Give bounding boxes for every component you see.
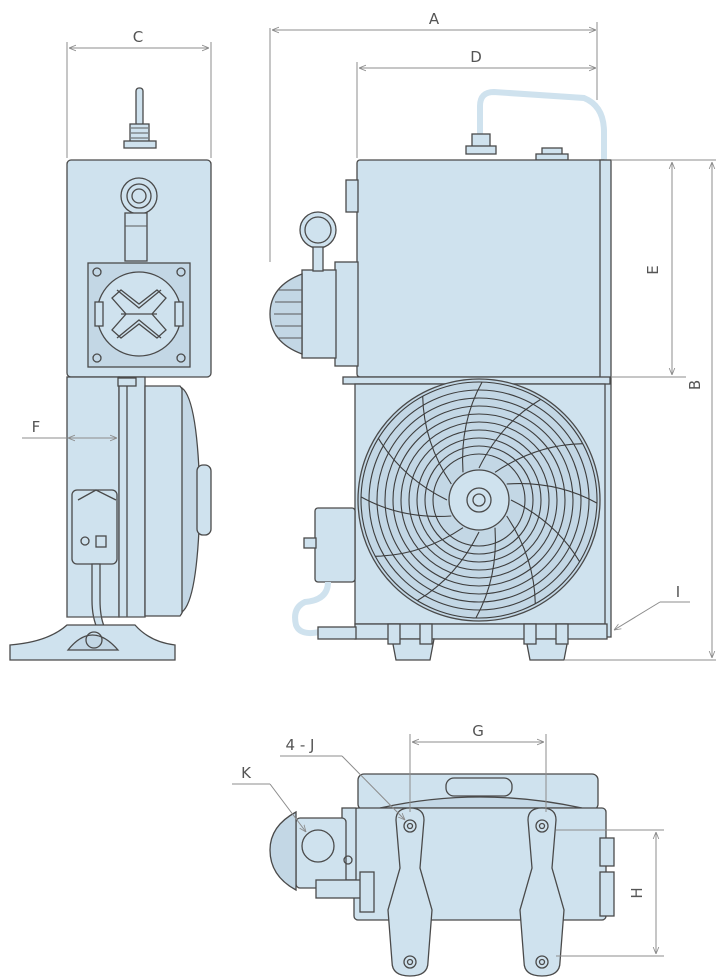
fan-spoke (360, 496, 452, 517)
fan-guard-spokes (360, 381, 598, 619)
dimension-a: A (269, 10, 598, 262)
dimension-f: F (22, 418, 117, 438)
dimension-k: K (232, 764, 306, 832)
fan-spoke (506, 515, 536, 604)
dimension-b: B (565, 159, 716, 661)
fan-spoke (462, 381, 483, 473)
dimension-i: I (614, 583, 690, 630)
dimension-g: G (409, 722, 547, 812)
fan-spoke (510, 499, 581, 562)
side-view (9, 87, 212, 661)
fan-spoke (478, 398, 541, 469)
fan-spoke (475, 527, 496, 619)
dimension-d: D (356, 48, 596, 158)
dimension-e: E (612, 159, 686, 378)
dimension-c: C (66, 28, 212, 158)
fan-spoke (494, 443, 583, 473)
label-e: E (644, 265, 662, 274)
label-i: I (676, 583, 680, 601)
label-a: A (429, 10, 440, 28)
fan-spoke (506, 483, 598, 504)
label-h: H (628, 887, 646, 898)
fan-spoke (422, 396, 452, 485)
bottom-view (269, 773, 615, 977)
fan-spoke (377, 438, 448, 501)
label-k: K (241, 764, 252, 782)
fan-spoke (375, 527, 464, 557)
dimension-h: H (556, 829, 664, 957)
label-d: D (470, 48, 482, 66)
front-view (269, 88, 612, 661)
label-b: B (686, 380, 704, 390)
label-c: C (133, 28, 143, 46)
label-g: G (472, 722, 484, 740)
fan-guard-rings (360, 381, 598, 619)
label-j: 4 - J (286, 736, 315, 754)
dimension-j: 4 - J (280, 736, 405, 820)
fan-spoke (417, 531, 480, 602)
label-f: F (32, 418, 41, 436)
